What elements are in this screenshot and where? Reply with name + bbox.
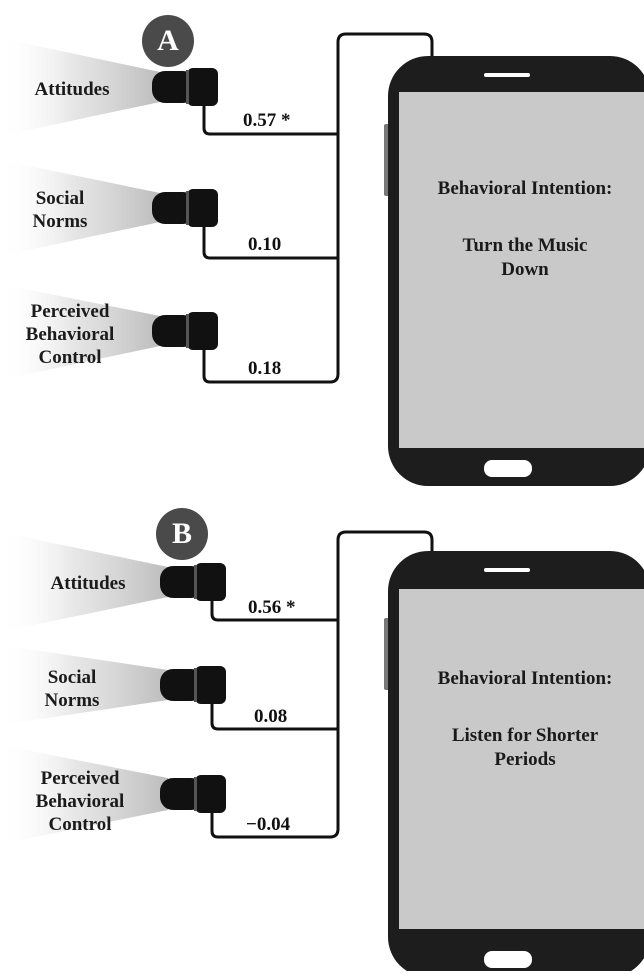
phone-home-button-b	[484, 951, 532, 968]
coefficient-social-norms: 0.10	[248, 234, 282, 255]
sound-beam-attitudes-b	[0, 532, 168, 632]
coefficient-social-norms-b: 0.08	[254, 706, 288, 727]
panel-badge-b-label: B	[171, 517, 192, 550]
predictor-label-pbc-b: Perceived Behavioral Control	[35, 768, 125, 835]
panel-badge-b	[156, 508, 208, 560]
panel-badge-a	[142, 15, 194, 67]
wire-social-norms-b	[210, 702, 338, 731]
phone-screen	[399, 92, 644, 448]
phone-home-button	[484, 460, 532, 477]
sound-beam-pbc	[0, 284, 160, 380]
phone-b	[384, 551, 644, 976]
predictor-label-attitudes-b: Attitudes	[50, 573, 126, 594]
coefficient-attitudes: 0.57 *	[243, 110, 291, 131]
earbud-pbc	[152, 312, 218, 350]
phone-screen-b	[399, 589, 644, 929]
earbud-pbc-b	[160, 775, 226, 813]
sound-beam-social-norms	[0, 160, 160, 256]
predictor-label-social-norms-b: Social Norms	[44, 667, 100, 711]
predictor-label-social-norms: Social Norms	[32, 188, 88, 232]
sound-beam-attitudes	[0, 38, 160, 136]
predictor-label-pbc: Perceived Behavioral Control	[25, 301, 115, 368]
panel-a	[0, 15, 644, 486]
phone-a	[384, 56, 644, 486]
wire-trunk-b	[210, 530, 434, 839]
wire-social-norms	[202, 224, 338, 260]
outcome-text-b: Listen for Shorter Periods	[451, 725, 599, 770]
phone-speaker	[484, 73, 530, 77]
wire-attitudes	[202, 104, 338, 136]
earbud-attitudes	[152, 68, 218, 106]
coefficient-pbc: 0.18	[248, 358, 282, 379]
earbud-social-norms-b	[160, 666, 226, 704]
coefficient-pbc-b: −0.04	[246, 814, 291, 835]
panel-badge-a-label: A	[157, 24, 179, 57]
coefficient-attitudes-b: 0.56 *	[248, 597, 296, 618]
panel-b	[0, 508, 644, 976]
earbud-wires	[202, 32, 434, 384]
earbud-attitudes-b	[160, 563, 226, 601]
outcome-text: Turn the Music Down	[462, 235, 588, 280]
earbud-wires-b	[210, 530, 434, 839]
sound-beam-social-norms-b	[0, 645, 168, 725]
predictor-label-attitudes: Attitudes	[34, 79, 110, 100]
sound-beam-pbc-b	[0, 745, 168, 844]
wire-trunk	[202, 32, 434, 384]
phone-speaker-b	[484, 568, 530, 572]
outcome-heading-b: Behavioral Intention:	[437, 668, 613, 689]
outcome-heading: Behavioral Intention:	[437, 178, 613, 199]
wire-attitudes-b	[210, 599, 338, 622]
earbud-social-norms	[152, 189, 218, 227]
